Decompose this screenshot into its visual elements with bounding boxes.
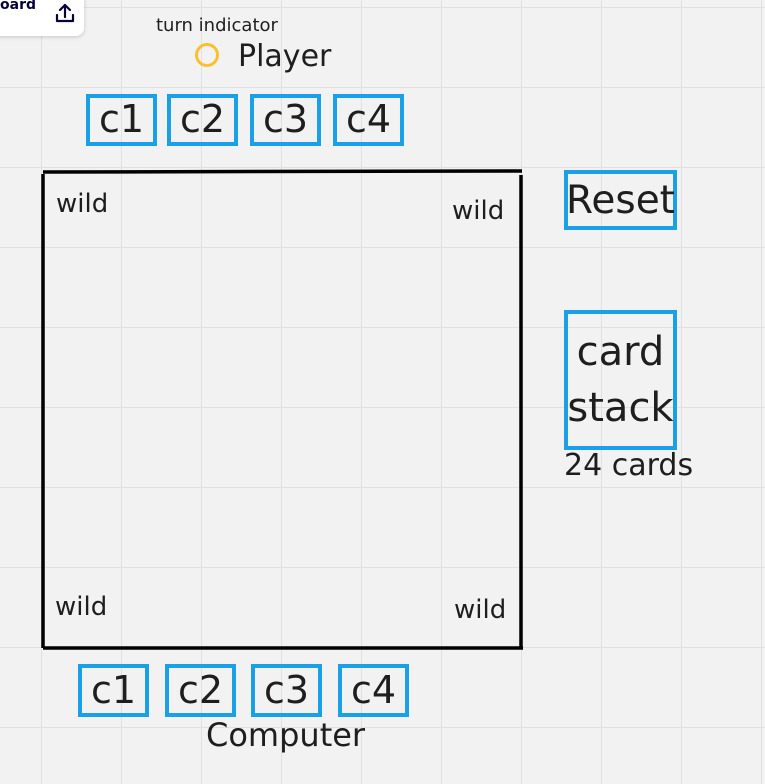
computer-card-3[interactable]: c3 <box>251 664 322 717</box>
upload-share-icon[interactable] <box>54 2 76 24</box>
turn-indicator-circle <box>195 43 219 67</box>
player-card-3[interactable]: c3 <box>250 94 321 146</box>
computer-card-1-label: c1 <box>90 667 137 712</box>
wild-bottom-left[interactable]: wild <box>55 592 108 622</box>
board-name-label[interactable]: oard <box>0 0 36 13</box>
player-card-4[interactable]: c4 <box>333 94 404 146</box>
card-stack-label-line2: stack <box>567 385 674 431</box>
board-toolbar: oard <box>0 0 84 36</box>
card-stack[interactable]: card stack <box>564 310 677 450</box>
wild-top-left[interactable]: wild <box>56 189 109 219</box>
card-stack-label-line1: card <box>576 329 665 375</box>
wild-bottom-right[interactable]: wild <box>454 595 507 625</box>
reset-button[interactable]: Reset <box>564 170 677 230</box>
computer-card-2[interactable]: c2 <box>165 664 236 717</box>
player-card-4-label: c4 <box>345 97 392 141</box>
computer-card-2-label: c2 <box>177 667 224 712</box>
computer-card-4[interactable]: c4 <box>338 664 409 717</box>
reset-button-label: Reset <box>566 177 675 223</box>
board-top-edge <box>42 169 523 174</box>
computer-card-3-label: c3 <box>263 667 310 712</box>
computer-card-1[interactable]: c1 <box>78 664 149 717</box>
wild-top-right[interactable]: wild <box>452 196 505 226</box>
turn-indicator-label: turn indicator <box>156 15 278 36</box>
player-card-1-label: c1 <box>98 97 145 141</box>
computer-card-4-label: c4 <box>350 667 397 712</box>
player-label: Player <box>238 39 332 74</box>
player-card-2-label: c2 <box>179 97 226 141</box>
player-card-3-label: c3 <box>262 97 309 141</box>
computer-label: Computer <box>206 716 366 754</box>
game-board <box>41 169 523 650</box>
player-card-2[interactable]: c2 <box>167 94 238 146</box>
player-card-1[interactable]: c1 <box>86 94 157 146</box>
card-count: 24 cards <box>564 448 694 483</box>
